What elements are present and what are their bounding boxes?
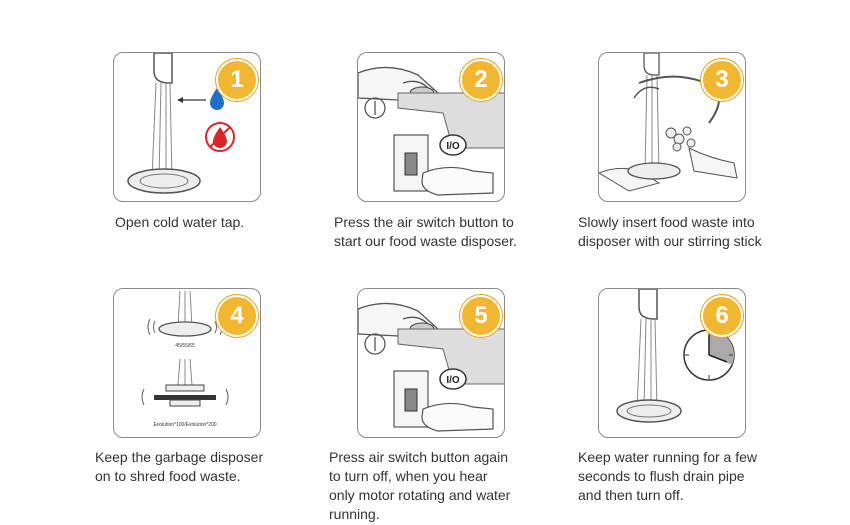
caption-line: seconds to flush drain pipe bbox=[578, 468, 745, 484]
step-number-badge: 1 bbox=[216, 59, 258, 101]
caption-line: Slowly insert food waste into bbox=[578, 214, 755, 230]
caption-line: to turn off, when you hear bbox=[329, 468, 488, 484]
step-number-badge: 5 bbox=[460, 295, 502, 337]
caption-line: Open cold water tap. bbox=[115, 214, 245, 230]
step-6-caption: Keep water running for a few seconds to … bbox=[578, 448, 757, 505]
step-2-card: I/O 2 bbox=[357, 52, 505, 202]
switch-label: I/O bbox=[446, 375, 460, 386]
caption-line: only motor rotating and water bbox=[329, 487, 511, 503]
shredding-illustration: 45/55/65 Evolution*100/Evolution*200 bbox=[141, 290, 229, 428]
step-2-caption: Press the air switch button to start our… bbox=[334, 213, 517, 251]
step-3-card: 3 bbox=[598, 52, 746, 202]
step-5-caption: Press air switch button again to turn of… bbox=[329, 448, 510, 524]
flush-illustration bbox=[616, 289, 735, 423]
step-number-badge: 3 bbox=[701, 59, 743, 101]
step-number-badge: 4 bbox=[216, 295, 258, 337]
caption-line: on to shred food waste. bbox=[95, 468, 241, 484]
caption-line: Press air switch button again bbox=[329, 449, 508, 465]
step-6-card: 6 bbox=[598, 288, 746, 438]
caption-line: Keep the garbage disposer bbox=[95, 449, 264, 465]
tap-illustration bbox=[127, 53, 235, 194]
step-number-badge: 2 bbox=[460, 59, 502, 101]
model-label: Evolution*100/Evolution*200 bbox=[153, 422, 216, 428]
caption-line: Keep water running for a few bbox=[578, 449, 757, 465]
step-4-caption: Keep the garbage disposer on to shred fo… bbox=[95, 448, 263, 486]
step-3-caption: Slowly insert food waste into disposer w… bbox=[578, 213, 762, 251]
step-number-badge: 6 bbox=[701, 295, 743, 337]
step-1-caption: Open cold water tap. bbox=[115, 213, 244, 232]
step-1-card: 1 bbox=[113, 52, 261, 202]
switch-off-illustration: I/O bbox=[358, 302, 504, 432]
switch-label: I/O bbox=[446, 141, 460, 152]
model-label: 45/55/65 bbox=[175, 343, 195, 349]
caption-line: running. bbox=[329, 506, 380, 522]
caption-line: and then turn off. bbox=[578, 487, 684, 503]
clock-icon bbox=[683, 329, 735, 381]
caption-line: Press the air switch button to bbox=[334, 214, 514, 230]
step-4-card: 45/55/65 Evolution*100/Evolution*200 4 bbox=[113, 288, 261, 438]
caption-line: disposer with our stirring stick bbox=[578, 233, 762, 249]
stirring-illustration bbox=[599, 53, 738, 192]
step-5-card: I/O 5 bbox=[357, 288, 505, 438]
caption-line: start our food waste disposer. bbox=[334, 233, 517, 249]
switch-illustration: I/O bbox=[358, 66, 504, 196]
